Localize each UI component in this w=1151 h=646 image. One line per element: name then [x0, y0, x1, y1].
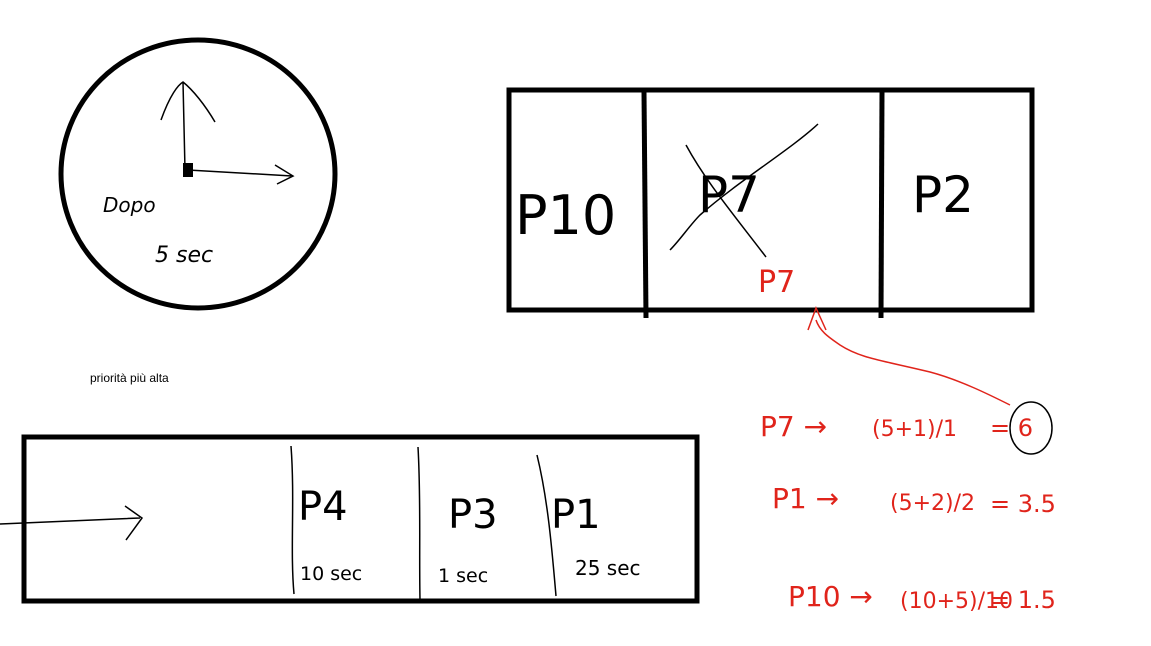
- calc-p1-fraction: (5+2)/2: [890, 491, 975, 516]
- calc-p1-label: P1 →: [772, 482, 839, 515]
- bottom-p3-name: P3: [448, 492, 498, 538]
- red-arrow-to-p7: [807, 306, 1011, 406]
- bottom-queue: P4 10 sec P3 1 sec P1 25 sec: [0, 434, 700, 604]
- calc-p10-fraction: (10+5)/10: [900, 589, 1013, 614]
- calc-row-p10: P10 → (10+5)/10 = 1.5: [788, 580, 1056, 614]
- cross-out-mark: [669, 123, 819, 258]
- bottom-p1-time: 25 sec: [575, 556, 641, 580]
- calculations: P7 → (5+1)/1 = 6 P1 → (5+2)/2 = 3.5 P10 …: [760, 401, 1056, 614]
- calc-p1-result: = 3.5: [990, 490, 1056, 518]
- clock-center: [183, 163, 193, 177]
- top-queue-box: [506, 87, 1035, 313]
- clock-hour-hand: [160, 81, 216, 171]
- replacement-label-p7: P7: [758, 265, 795, 300]
- clock-face: [58, 37, 338, 311]
- incoming-arrow: [0, 505, 144, 541]
- calc-p10-result: = 1.5: [990, 586, 1056, 614]
- top-queue-divider-1: [641, 91, 649, 319]
- result-circle: [1009, 401, 1053, 455]
- calc-row-p7: P7 → (5+1)/1 = 6: [760, 401, 1053, 455]
- bottom-divider-3: [536, 454, 557, 597]
- bottom-p1-name: P1: [551, 492, 601, 538]
- top-cell-p7-crossed: P7: [669, 123, 819, 258]
- bottom-p4-time: 10 sec: [300, 563, 362, 585]
- bottom-p4-name: P4: [298, 484, 348, 530]
- top-cell-p10: P10: [515, 184, 616, 247]
- calc-row-p1: P1 → (5+2)/2 = 3.5: [772, 482, 1056, 518]
- bottom-divider-1: [290, 445, 295, 595]
- calc-p10-label: P10 →: [788, 580, 873, 613]
- top-queue: P10 P7 P2 P7: [506, 87, 1035, 319]
- clock-minute-hand: [187, 164, 295, 185]
- bottom-queue-box: [21, 434, 700, 604]
- top-queue-divider-2: [878, 91, 885, 319]
- bottom-divider-2: [417, 446, 421, 601]
- clock: Dopo 5 sec: [58, 37, 338, 311]
- top-cell-p2: P2: [912, 166, 974, 224]
- clock-note-line1: Dopo: [103, 193, 156, 217]
- caption-priority: priorità più alta: [90, 371, 169, 385]
- bottom-p3-time: 1 sec: [438, 565, 488, 587]
- clock-note-line2: 5 sec: [155, 243, 213, 268]
- calc-p7-fraction: (5+1)/1: [872, 417, 957, 442]
- calc-p7-label: P7 →: [760, 410, 827, 443]
